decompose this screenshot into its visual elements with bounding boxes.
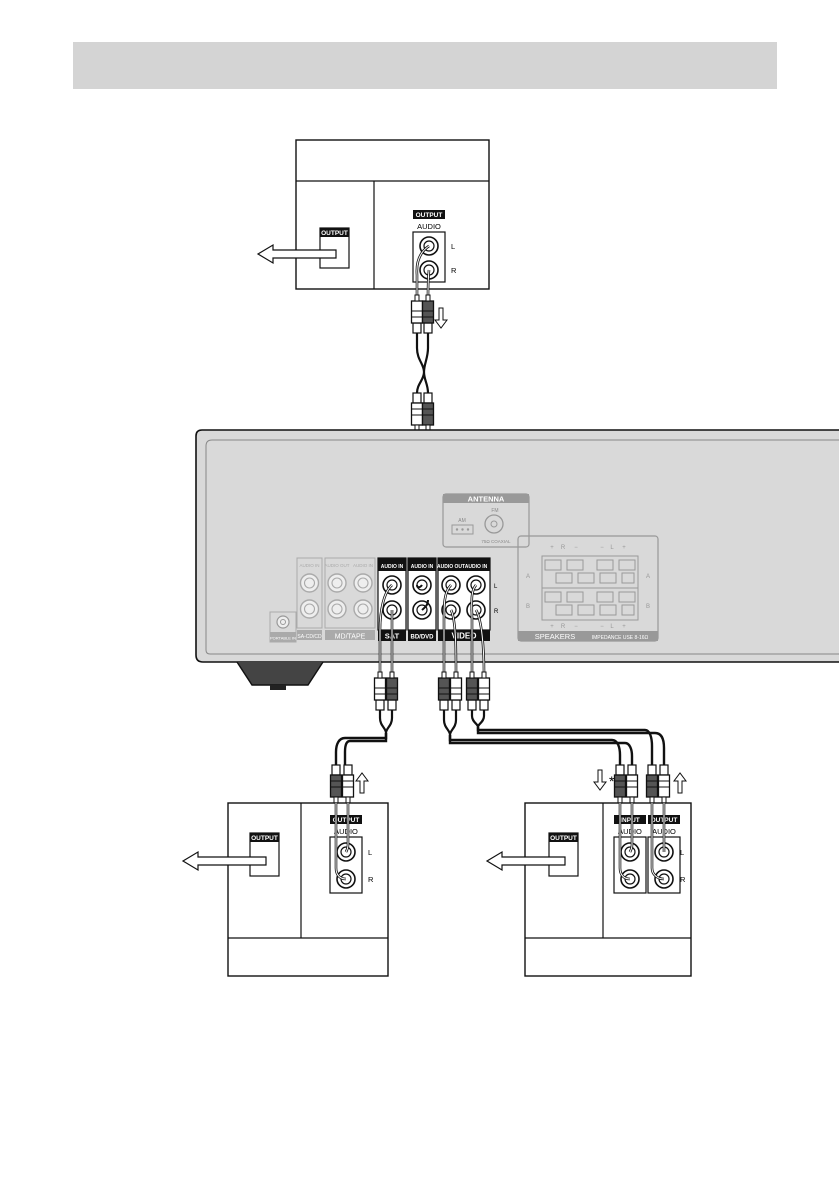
speaker-r-label: R [561,624,566,630]
output-tag: OUTPUT [416,212,443,219]
audio-out-label: AUDIO OUT [437,564,465,570]
signal-flow-arrow-icon [356,773,368,793]
speaker-a-label: A [646,574,650,580]
top-component: OUTPUT OUTPUT AUDIO L R [258,140,489,289]
audio-label: AUDIO [417,222,441,231]
receiver-rear-panel: ANTENNA AM FM 75Ω COAXIAL PORTABLE IN AU… [196,430,839,690]
footnote-mark: * [609,773,615,789]
minus-sign: − [574,545,578,551]
minus-sign: − [600,545,604,551]
md-tape-label: MD/TAPE [335,634,366,641]
portable-in-label: PORTABLE IN [270,636,296,641]
antenna-label: ANTENNA [468,495,505,504]
left-channel-label: L [368,848,372,857]
right-channel-label: R [494,609,499,615]
output-tag: OUTPUT [550,835,577,842]
bottom-left-component: OUTPUT OUTPUT AUDIO L R [183,803,388,976]
output-tag: OUTPUT [251,835,278,842]
speaker-a-label: A [526,574,530,580]
impedance-label: IMPEDANCE USE 8-16Ω [592,635,649,641]
bd-dvd-label: BD/DVD [410,635,434,641]
am-label: AM [458,518,466,524]
plus-sign: + [622,545,626,551]
speaker-b-label: B [646,604,650,610]
speaker-r-label: R [561,545,566,551]
right-channel-label: R [680,875,686,884]
minus-sign: − [600,624,604,630]
plus-sign: + [550,624,554,630]
audio-in-label: AUDIO IN [299,563,319,568]
audio-out-label: AUDIO OUT [324,563,349,568]
left-channel-label: L [680,848,684,857]
right-channel-label: R [451,266,457,275]
fm-label: FM [491,508,498,514]
bottom-right-component: OUTPUT INPUT AUDIO OUTPUT AUDIO L R [487,803,691,976]
sa-cd-label: SA-CD/CD [297,634,322,640]
bd-dvd-input: AUDIO IN BD/DVD [408,558,436,641]
audio-in-label: AUDIO IN [381,564,404,570]
plus-sign: + [550,545,554,551]
plus-sign: + [622,624,626,630]
minus-sign: − [574,624,578,630]
speaker-b-label: B [526,604,530,610]
audio-label: AUDIO [334,827,358,836]
signal-flow-arrow-icon [674,773,686,793]
audio-label: AUDIO [618,827,642,836]
signal-flow-arrow-icon [435,308,447,328]
speakers-label: SPEAKERS [535,632,575,641]
signal-flow-arrow-icon [594,770,606,790]
audio-in-label: AUDIO IN [353,563,373,568]
output-tag: OUTPUT [321,230,348,237]
fm-coaxial-label: 75Ω COAXIAL [481,539,511,544]
right-channel-label: R [368,875,374,884]
audio-in-label: AUDIO IN [465,564,488,570]
audio-in-label: AUDIO IN [411,564,434,570]
video-io: AUDIO OUT AUDIO IN VIDEO L R [437,558,499,641]
input-tag: INPUT [620,817,640,824]
left-channel-label: L [451,242,455,251]
